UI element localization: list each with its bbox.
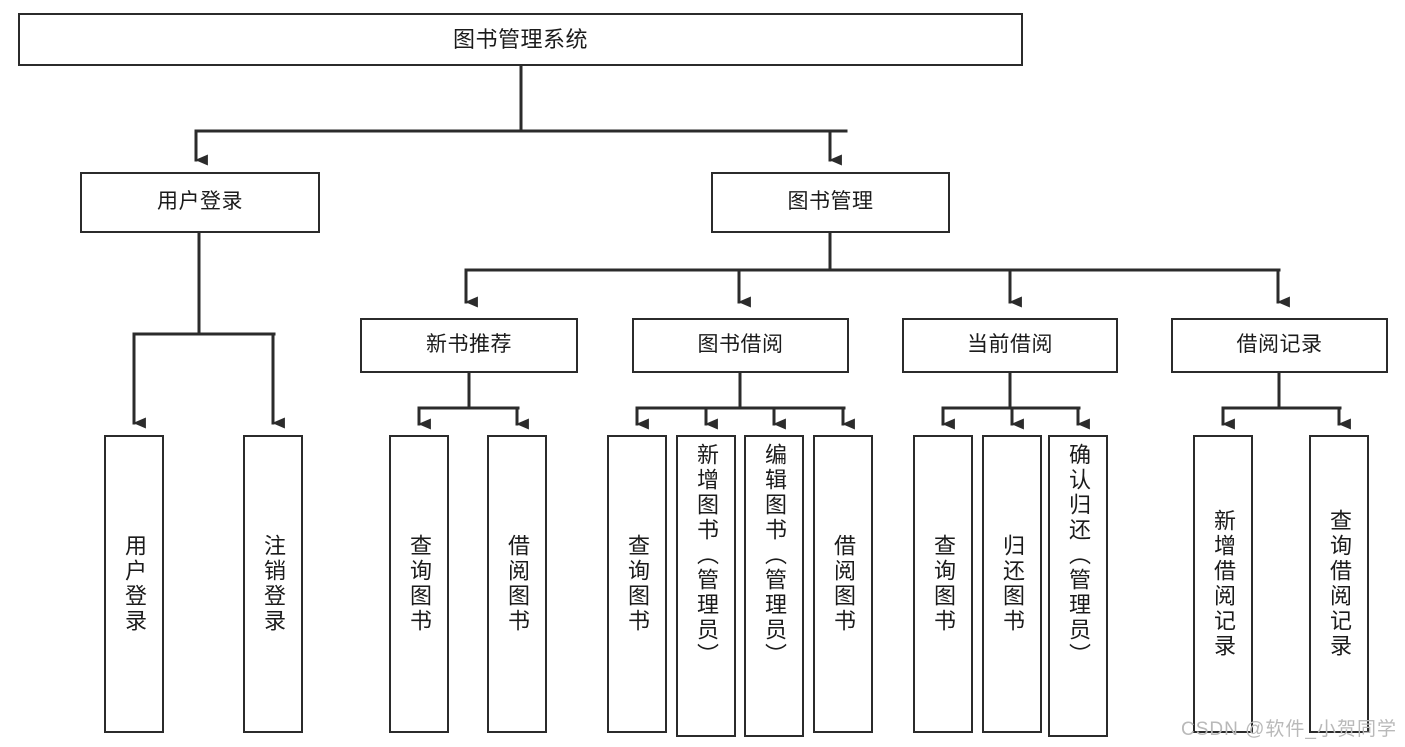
node-leaf-edit-book[interactable]: 编辑图书（管理员）	[744, 435, 804, 737]
node-new-book-recommend-label: 新书推荐	[426, 333, 512, 357]
node-leaf-query-book-1-label: 查询图书	[406, 534, 432, 634]
node-leaf-borrow-book-2-label: 借阅图书	[830, 534, 856, 634]
node-book-borrow-label: 图书借阅	[697, 333, 784, 357]
csdn-watermark: CSDN @软件_小贺同学	[1181, 719, 1397, 740]
node-leaf-return-book[interactable]: 归还图书	[982, 435, 1042, 733]
node-leaf-add-record[interactable]: 新增借阅记录	[1193, 435, 1253, 733]
node-leaf-query-book-1[interactable]: 查询图书	[389, 435, 449, 733]
node-leaf-query-book-2-label: 查询图书	[624, 534, 650, 634]
node-leaf-query-record[interactable]: 查询借阅记录	[1309, 435, 1369, 733]
node-new-book-recommend[interactable]: 新书推荐	[360, 318, 578, 373]
node-root[interactable]: 图书管理系统	[18, 13, 1023, 66]
node-leaf-query-record-label: 查询借阅记录	[1326, 509, 1352, 659]
node-leaf-borrow-book-1[interactable]: 借阅图书	[487, 435, 547, 733]
node-leaf-logout[interactable]: 注销登录	[243, 435, 303, 733]
node-leaf-add-record-label: 新增借阅记录	[1210, 509, 1236, 659]
node-leaf-logout-label: 注销登录	[260, 534, 286, 634]
node-leaf-query-book-3-label: 查询图书	[930, 534, 956, 634]
node-current-borrow-label: 当前借阅	[967, 333, 1053, 357]
node-leaf-return-book-label: 归还图书	[999, 534, 1025, 634]
node-leaf-confirm-return[interactable]: 确认归还（管理员）	[1048, 435, 1108, 737]
node-user-login[interactable]: 用户登录	[80, 172, 320, 233]
node-user-login-label: 用户登录	[157, 190, 243, 214]
node-book-management[interactable]: 图书管理	[711, 172, 950, 233]
node-leaf-add-book[interactable]: 新增图书（管理员）	[676, 435, 736, 737]
node-current-borrow[interactable]: 当前借阅	[902, 318, 1118, 373]
node-root-label: 图书管理系统	[452, 26, 588, 52]
node-leaf-borrow-book-1-label: 借阅图书	[504, 534, 530, 634]
node-leaf-confirm-return-label: 确认归还（管理员）	[1065, 443, 1091, 668]
node-book-management-label: 图书管理	[787, 190, 874, 214]
node-borrow-record-label: 借阅记录	[1236, 333, 1323, 357]
node-leaf-query-book-3[interactable]: 查询图书	[913, 435, 973, 733]
node-leaf-add-book-label: 新增图书（管理员）	[693, 443, 719, 668]
node-leaf-user-login-label: 用户登录	[121, 534, 147, 634]
node-book-borrow[interactable]: 图书借阅	[632, 318, 849, 373]
node-leaf-borrow-book-2[interactable]: 借阅图书	[813, 435, 873, 733]
node-leaf-user-login[interactable]: 用户登录	[104, 435, 164, 733]
node-borrow-record[interactable]: 借阅记录	[1171, 318, 1388, 373]
node-leaf-edit-book-label: 编辑图书（管理员）	[761, 443, 787, 668]
node-leaf-query-book-2[interactable]: 查询图书	[607, 435, 667, 733]
